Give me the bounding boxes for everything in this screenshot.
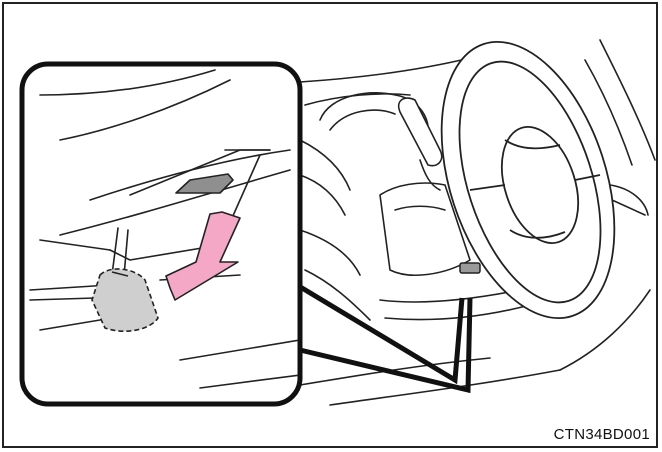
hood-release-lever-small — [460, 263, 480, 273]
figure-code: CTN34BD001 — [554, 426, 650, 443]
steering-wheel-icon — [410, 20, 647, 340]
inset-detail — [22, 64, 300, 404]
